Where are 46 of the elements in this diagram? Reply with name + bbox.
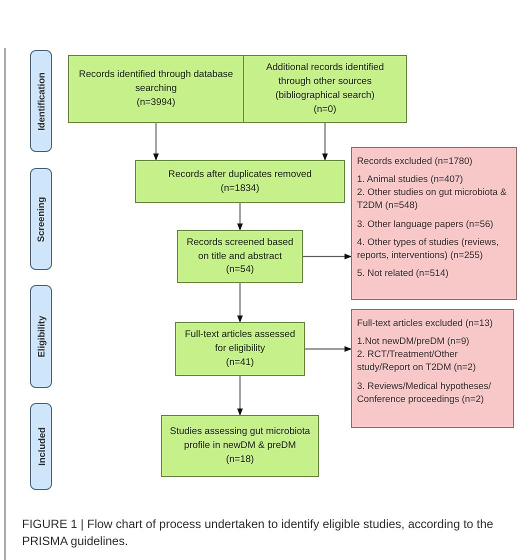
box-text: Records identified through database searching [78, 68, 234, 96]
exclusion-item: 3. Other language papers (n=56) [357, 216, 494, 230]
exclusion-item: 2. RCT/Treatment/Other study/Report on T2DM (n=2) [357, 347, 477, 374]
exclusion-item: 1. Animal studies (n=407) [357, 172, 464, 186]
exclusion-item: 3. Reviews/Medical hypotheses/ Conference proceedings (n=2) [357, 378, 492, 405]
count-text: (n=0) [314, 102, 336, 117]
figure-caption: FIGURE 1 | Flow chart of process undertaken to identify eligible studies, according to the PRISMA guidelines. [22, 516, 494, 550]
exclusion-item: 1.Not newDM/preDM (n=9) [357, 334, 470, 348]
count-text: (n=41) [226, 356, 254, 370]
phase-label: Identification [36, 72, 46, 130]
phase-label: Included [36, 427, 46, 466]
process-box [135, 160, 345, 203]
arrow [237, 203, 243, 231]
box-heading: Records excluded (n=1780) [357, 154, 474, 168]
arrow [237, 376, 243, 416]
arrow [237, 283, 243, 323]
count-text: (n=3994) [136, 96, 176, 110]
count-text: (n=1834) [220, 182, 260, 196]
process-box [177, 230, 303, 283]
box-text: Records after duplicates removed [168, 168, 312, 182]
arrow [305, 346, 352, 352]
process-box [243, 55, 407, 123]
process-box [68, 55, 244, 123]
phase-label: Eligibility [36, 316, 46, 358]
box-heading: Full-text articles excluded (n=13) [357, 316, 494, 330]
process-box [175, 322, 305, 376]
arrow [303, 254, 352, 260]
phase-label: Screening [36, 196, 46, 242]
box-text: Full-text articles assessed for eligibility [184, 328, 296, 356]
exclusion-box [351, 147, 517, 300]
box-text: Studies assessing gut microbiota profile in newDM & preDM [168, 425, 312, 453]
arrow [322, 123, 328, 161]
phase-label-box [30, 168, 52, 270]
process-box [161, 415, 319, 477]
exclusion-item: 4. Other types of studies (reviews, reports, interventions) (n=255) [357, 234, 500, 262]
phase-label-box [30, 403, 52, 490]
box-text: Records screened based on title and abstract [186, 236, 294, 264]
count-text: (n=18) [226, 452, 254, 467]
count-text: (n=54) [226, 263, 254, 278]
phase-label-box [30, 285, 52, 388]
exclusion-item: 5. Not related (n=514) [357, 266, 450, 280]
box-text: Additional records identified through other sources (bibliographical search) [265, 61, 385, 103]
phase-label-box [30, 50, 52, 152]
exclusion-box [351, 309, 514, 428]
exclusion-item: 2. Other studies on gut microbiota & T2DM (n=548) [357, 185, 508, 212]
arrow [153, 123, 159, 161]
